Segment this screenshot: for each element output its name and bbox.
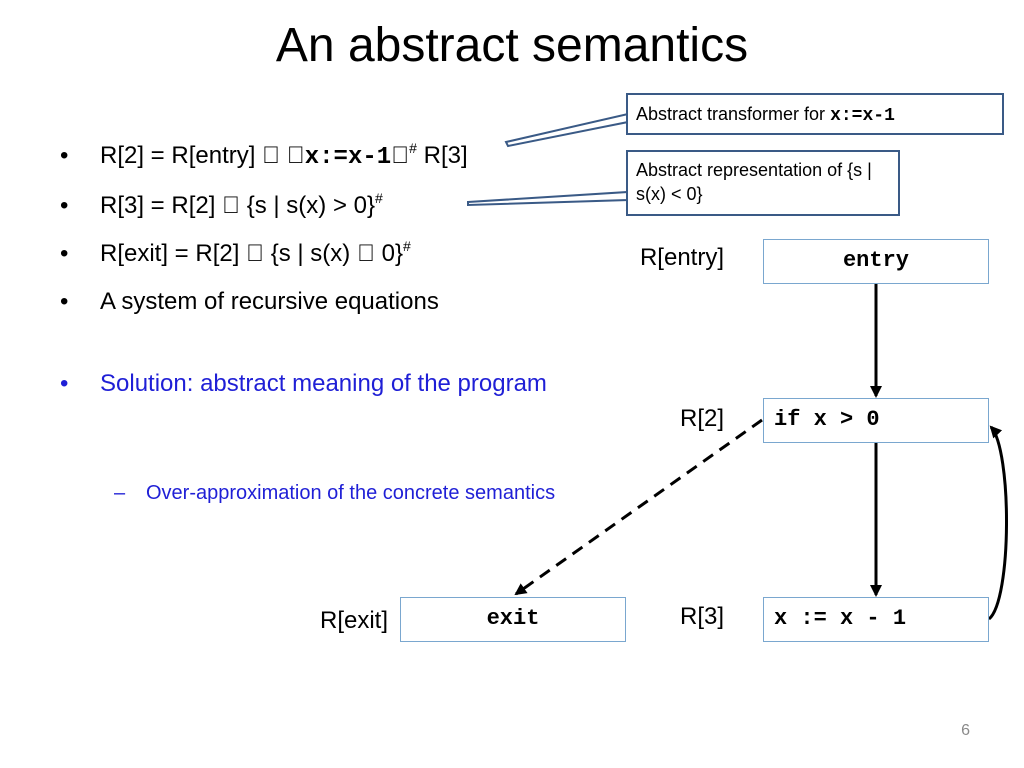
sub-bullet-over-approximation: – Over-approximation of the concrete sem… bbox=[114, 476, 606, 510]
bullet-list: • R[2] = R[entry]  x:=x-1# R[3] • R[3… bbox=[60, 140, 600, 400]
close-bracket:  bbox=[391, 142, 409, 169]
callout-abstract-representation: Abstract representation of {s | s(x) < 0… bbox=[626, 150, 900, 216]
callout-transformer-code: x:=x-1 bbox=[830, 106, 895, 126]
edge-dec-back-to-if bbox=[987, 425, 1008, 621]
label-r3: R[3] bbox=[679, 603, 724, 630]
bullet-marker: • bbox=[60, 192, 69, 219]
label-r2: R[2] bbox=[679, 405, 724, 432]
callout-pointer-transformer bbox=[504, 112, 629, 148]
page-number: 6 bbox=[961, 722, 970, 739]
equation-text: R[3] = R[2]  {s | s(x) > 0} bbox=[100, 192, 375, 219]
cfg-node-entry: entry bbox=[763, 239, 989, 284]
bullet-solution: • Solution: abstract meaning of the prog… bbox=[60, 368, 600, 400]
bullet-recursive-equations: • A system of recursive equations bbox=[60, 286, 600, 318]
equation-rhs: R[3] bbox=[417, 142, 468, 169]
equation-lhs: R[2] = R[entry]   bbox=[100, 142, 305, 169]
label-r-entry: R[entry] bbox=[639, 244, 724, 271]
bullet-marker: • bbox=[60, 240, 69, 267]
sub-bullet-marker: – bbox=[114, 482, 126, 504]
slide-title: An abstract semantics bbox=[275, 19, 749, 72]
sub-bullet-text: Over-approximation of the concrete seman… bbox=[146, 482, 556, 504]
bullet-marker: • bbox=[60, 288, 69, 315]
abstract-sup: # bbox=[403, 238, 411, 254]
equation-text: R[exit] = R[2]  {s | s(x)  0} bbox=[100, 240, 403, 267]
edge-if-to-exit-dashed bbox=[514, 418, 763, 596]
transformer-code: x:=x-1 bbox=[262, 144, 391, 171]
bullet-rexit-equation: • R[exit] = R[2]  {s | s(x)  0}# bbox=[60, 238, 600, 270]
bullet-marker: • bbox=[60, 142, 69, 169]
callout-pointer-representation bbox=[467, 190, 629, 207]
cfg-node-exit: exit bbox=[400, 597, 626, 642]
bullet-marker: • bbox=[60, 370, 69, 397]
cfg-node-decrement: x := x - 1 bbox=[763, 597, 989, 642]
bullet-r3-equation: • R[3] = R[2]  {s | s(x) > 0}# bbox=[60, 190, 600, 222]
bullet-r2-equation: • R[2] = R[entry]  x:=x-1# R[3] bbox=[60, 140, 600, 174]
label-r-exit: R[exit] bbox=[319, 607, 388, 634]
callout-transformer-text: Abstract transformer for bbox=[636, 104, 831, 124]
abstract-sup: # bbox=[409, 140, 417, 156]
bullet-text: Solution: abstract meaning of the progra… bbox=[100, 370, 547, 397]
callout-abstract-transformer: Abstract transformer for x:=x-1 bbox=[626, 93, 1004, 135]
cfg-node-if: if x > 0 bbox=[763, 398, 989, 443]
abstract-sup: # bbox=[375, 190, 383, 206]
bullet-text: A system of recursive equations bbox=[100, 288, 439, 315]
